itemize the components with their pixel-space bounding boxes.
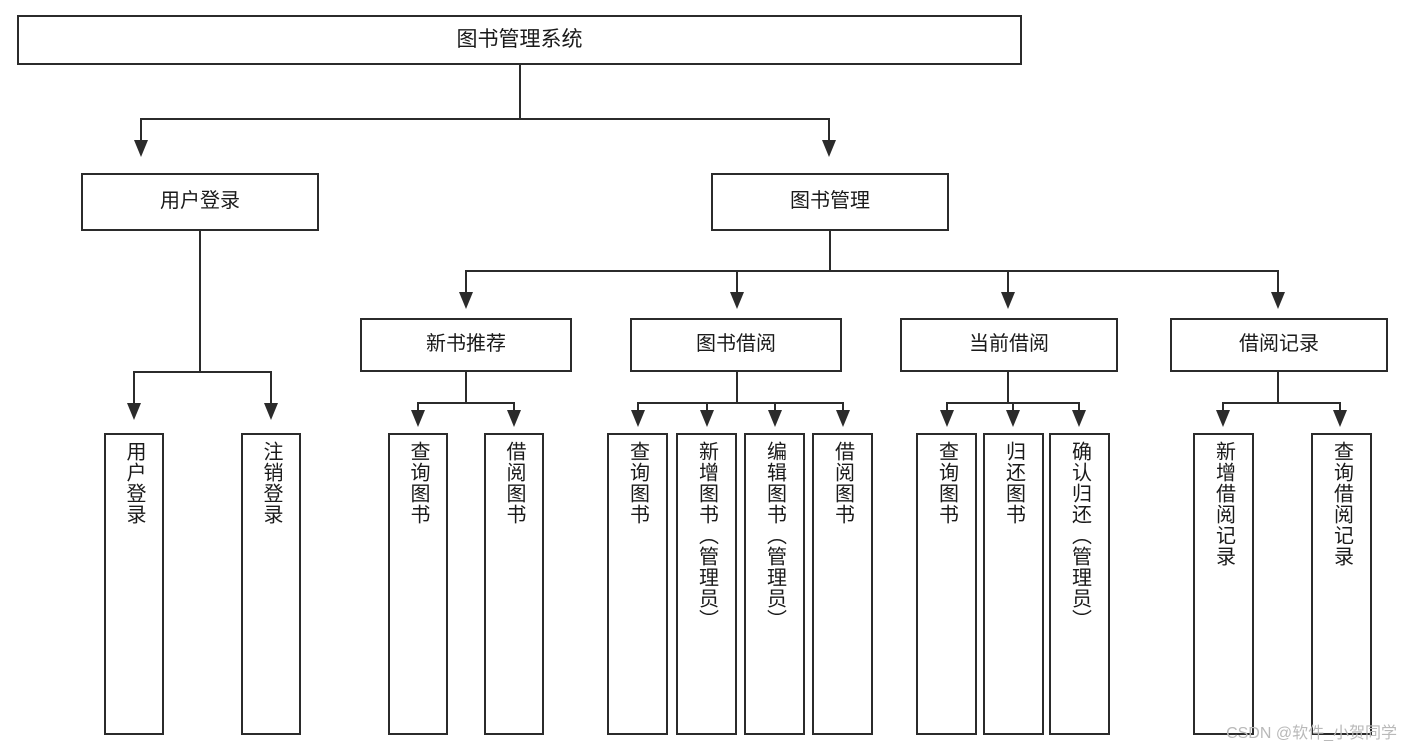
leaf-add-book-admin[interactable]: 新增图书（管理员） [676,433,737,735]
arrowhead-level3-2 [730,292,744,309]
leaf-label: 查询图书 [935,441,958,525]
leaf-label: 编辑图书（管理员） [763,441,786,630]
connector-bookborrow-stem [736,372,738,402]
leaf-label: 查询图书 [407,441,429,525]
arrowhead-borrowrecord-1 [1216,410,1230,427]
node-label: 图书管理系统 [456,27,583,51]
leaf-user-login[interactable]: 用户登录 [104,433,164,735]
arrowhead-bookborrow-2 [700,410,714,427]
leaf-label: 确认归还（管理员） [1068,441,1091,630]
connector-bookborrow-drop-3 [774,402,776,416]
arrowhead-currentborrow-3 [1072,410,1086,427]
connector-level3-drop-4 [1277,270,1279,300]
connector-bookborrow-drop-4 [842,402,844,416]
leaf-label: 注销登录 [260,441,282,525]
arrowhead-currentborrow-2 [1006,410,1020,427]
leaf-borrow-book-newbook[interactable]: 借阅图书 [484,433,544,735]
arrowhead-newbook-2 [507,410,521,427]
connector-userlogin-drop-1 [133,371,135,413]
connector-level2-drop-1 [140,118,142,148]
connector-level2-bus [140,118,830,120]
connector-borrowrecord-drop-2 [1339,402,1341,416]
leaf-label: 借阅图书 [503,441,525,525]
connector-level3-drop-1 [465,270,467,300]
connector-borrowrecord-bus [1222,402,1341,404]
connector-level3-drop-2 [736,270,738,300]
node-label: 借阅记录 [1239,333,1319,356]
node-borrow-record[interactable]: 借阅记录 [1170,318,1388,372]
csdn-watermark: CSDN @软件_小贺同学 [1226,725,1397,742]
node-current-borrow[interactable]: 当前借阅 [900,318,1118,372]
arrowhead-level3-4 [1271,292,1285,309]
connector-borrowrecord-stem [1277,372,1279,402]
arrowhead-level3-1 [459,292,473,309]
arrowhead-bookborrow-3 [768,410,782,427]
connector-newbook-bus [417,402,515,404]
leaf-label: 查询图书 [626,441,649,525]
node-label: 图书管理 [790,190,870,213]
connector-currentborrow-drop-2 [1012,402,1014,416]
arrowhead-newbook-1 [411,410,425,427]
connector-bookborrow-drop-2 [706,402,708,416]
arrowhead-level3-3 [1001,292,1015,309]
connector-bookmgmt-stem [829,231,831,270]
connector-userlogin-bus [133,371,271,373]
connector-userlogin-stem [199,231,201,371]
leaf-return-book[interactable]: 归还图书 [983,433,1044,735]
arrowhead-userlogin-1 [127,403,141,420]
connector-newbook-drop-2 [513,402,515,416]
leaf-query-book-newbook[interactable]: 查询图书 [388,433,448,735]
leaf-borrow-book[interactable]: 借阅图书 [812,433,873,735]
node-new-book-recommend[interactable]: 新书推荐 [360,318,572,372]
arrowhead-bookborrow-4 [836,410,850,427]
connector-userlogin-drop-2 [270,371,272,413]
connector-borrowrecord-drop-1 [1222,402,1224,416]
connector-level2-drop-2 [828,118,830,148]
leaf-query-book-borrow[interactable]: 查询图书 [607,433,668,735]
arrowhead-bookborrow-1 [631,410,645,427]
node-label: 当前借阅 [969,333,1049,356]
arrowhead-userlogin-2 [264,403,278,420]
arrowhead-level2-2 [822,140,836,157]
connector-root-stem [519,65,521,118]
leaf-query-book-current[interactable]: 查询图书 [916,433,977,735]
connector-level3-bus [465,270,1279,272]
node-label: 新书推荐 [426,333,506,356]
leaf-logout[interactable]: 注销登录 [241,433,301,735]
connector-currentborrow-drop-1 [946,402,948,416]
node-label: 图书借阅 [696,333,776,356]
node-book-management[interactable]: 图书管理 [711,173,949,231]
connector-level3-drop-3 [1007,270,1009,300]
arrowhead-currentborrow-1 [940,410,954,427]
connector-newbook-stem [465,372,467,402]
node-book-borrow[interactable]: 图书借阅 [630,318,842,372]
node-root-system[interactable]: 图书管理系统 [17,15,1022,65]
leaf-label: 归还图书 [1002,441,1025,525]
leaf-label: 借阅图书 [831,441,854,525]
leaf-label: 新增借阅记录 [1212,441,1235,567]
leaf-query-borrow-record[interactable]: 查询借阅记录 [1311,433,1372,735]
arrowhead-borrowrecord-2 [1333,410,1347,427]
connector-bookborrow-bus [637,402,843,404]
leaf-edit-book-admin[interactable]: 编辑图书（管理员） [744,433,805,735]
connector-currentborrow-drop-3 [1078,402,1080,416]
connector-currentborrow-stem [1007,372,1009,402]
arrowhead-level2-1 [134,140,148,157]
connector-bookborrow-drop-1 [637,402,639,416]
leaf-confirm-return-admin[interactable]: 确认归还（管理员） [1049,433,1110,735]
leaf-label: 查询借阅记录 [1330,441,1353,567]
leaf-label: 新增图书（管理员） [695,441,718,630]
node-label: 用户登录 [160,190,240,213]
leaf-label: 用户登录 [123,441,145,525]
leaf-add-borrow-record[interactable]: 新增借阅记录 [1193,433,1254,735]
connector-newbook-drop-1 [417,402,419,416]
node-user-login[interactable]: 用户登录 [81,173,319,231]
